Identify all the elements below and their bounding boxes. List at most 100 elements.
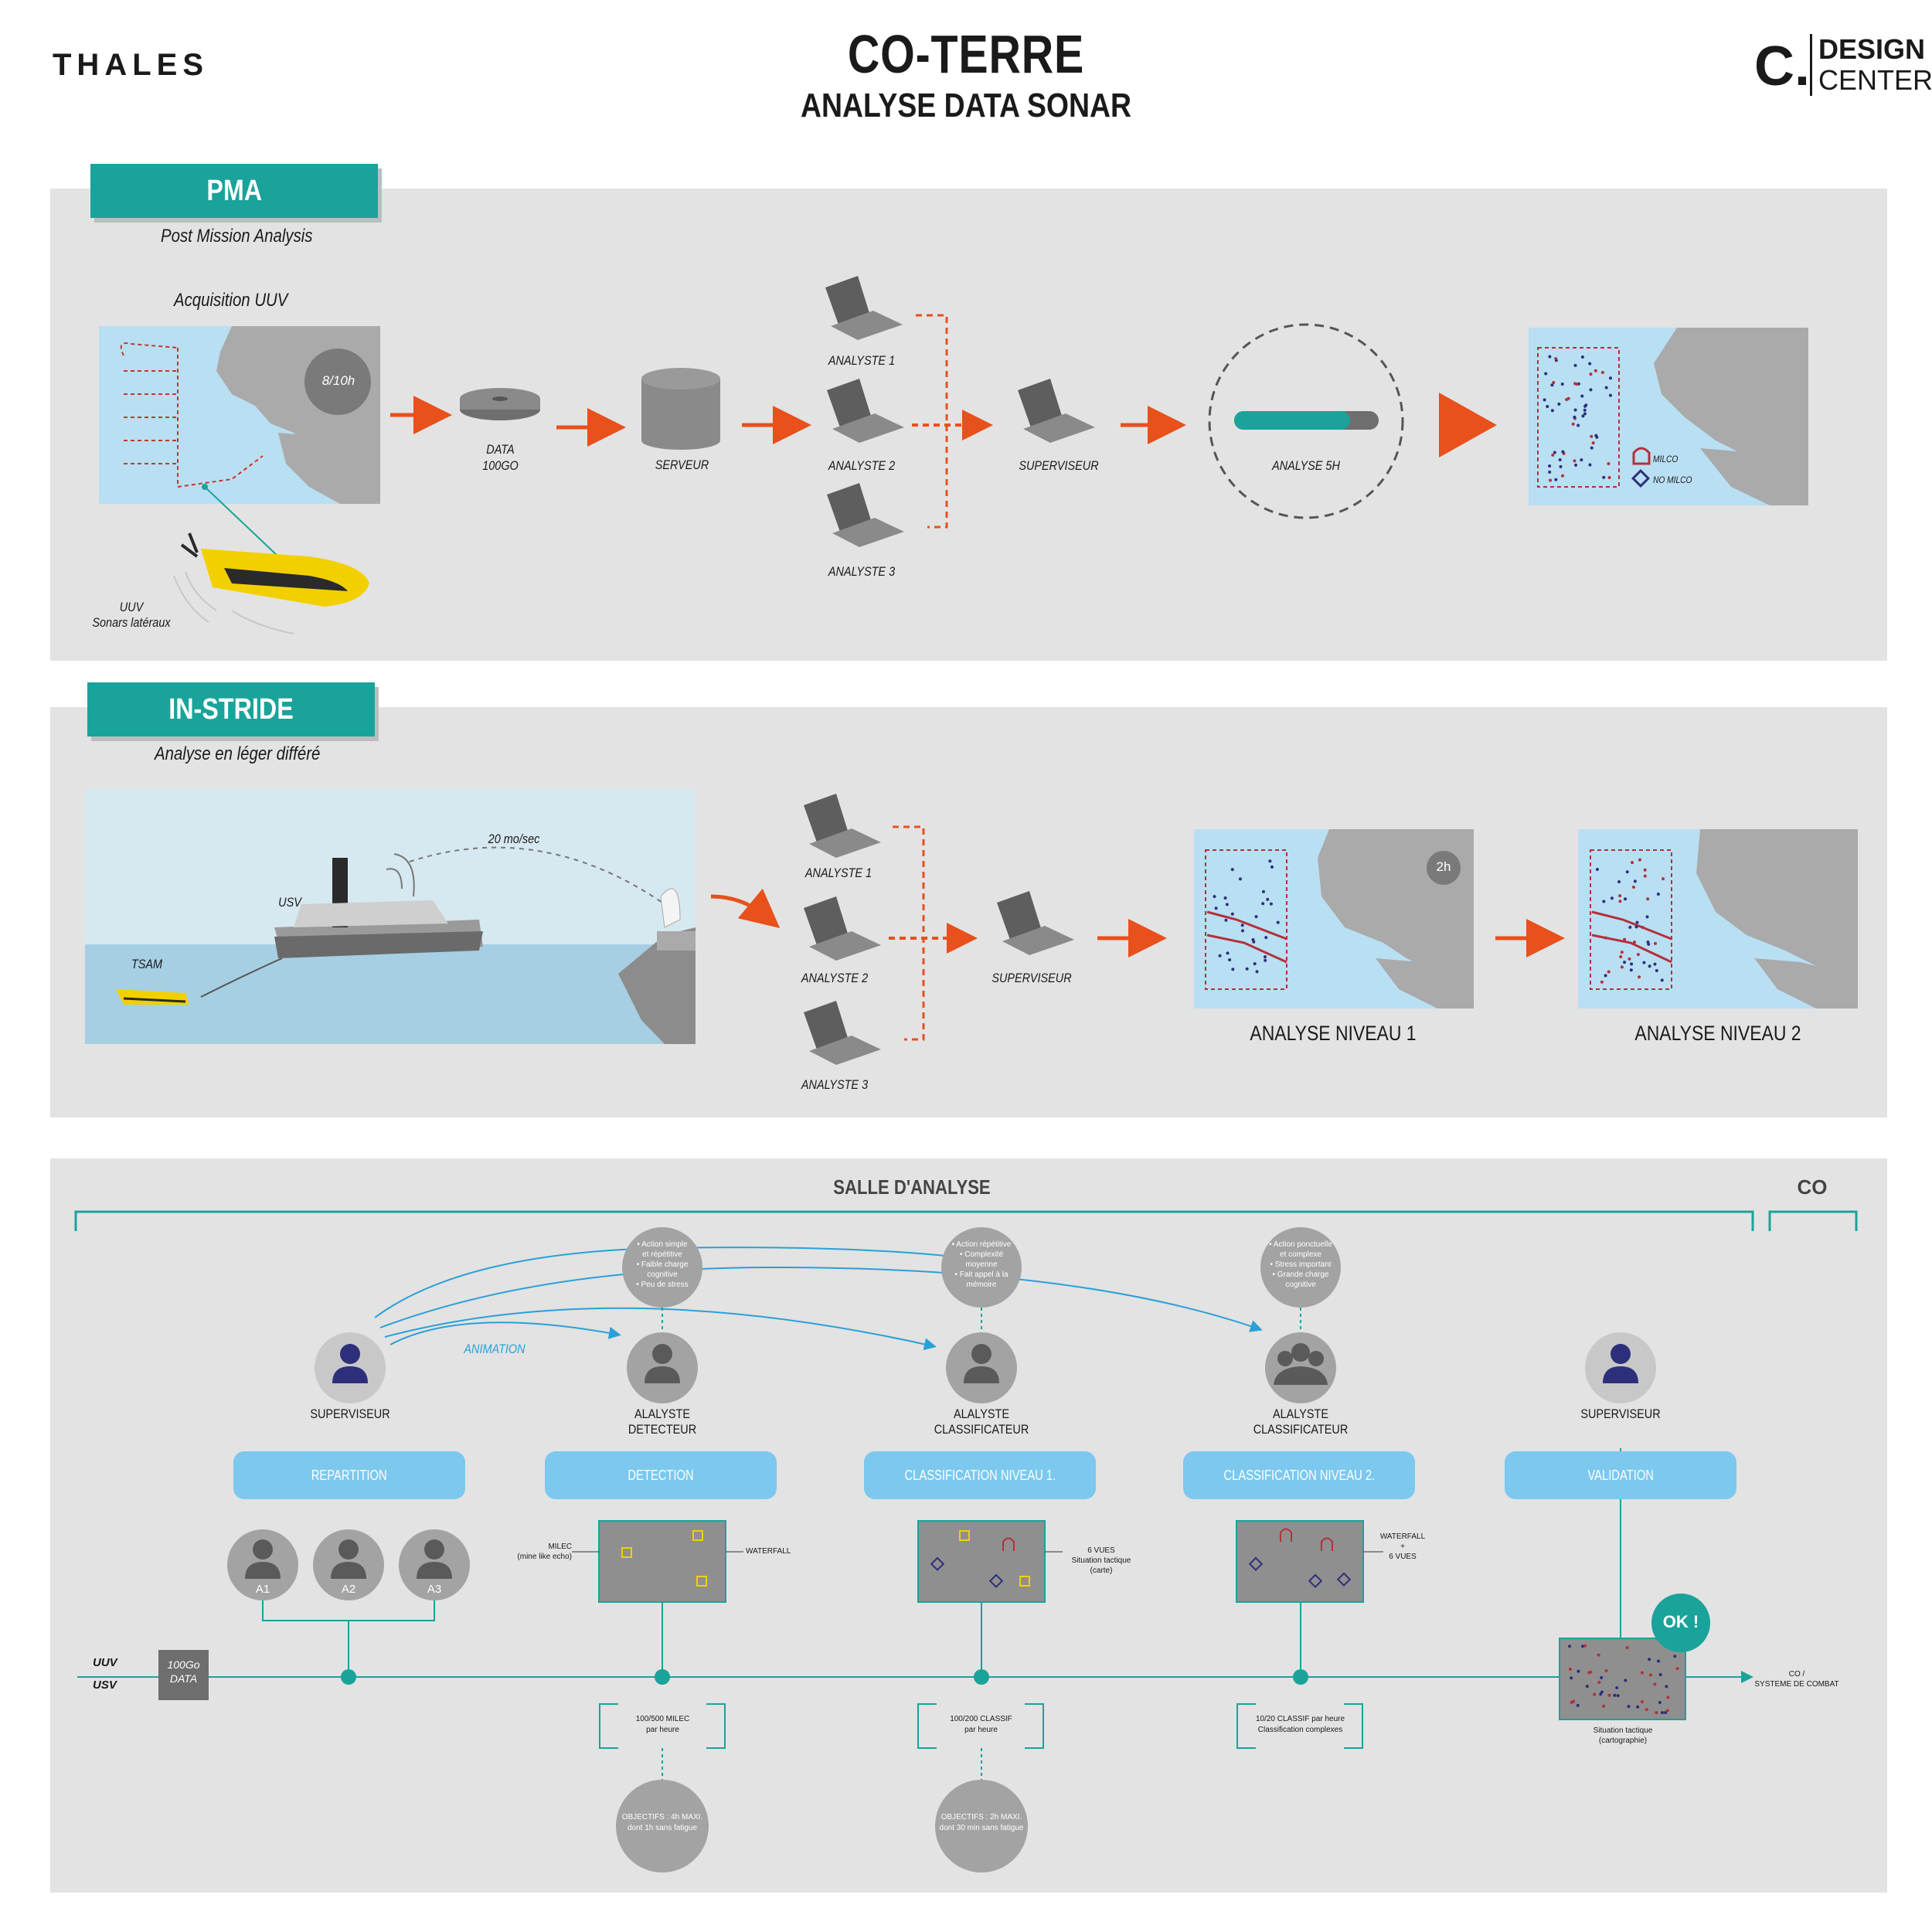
- map-dot: [1633, 879, 1637, 883]
- map-dot: [1646, 897, 1650, 901]
- team-a2: A2: [341, 1583, 356, 1596]
- pma-analyst-1-label: ANALYSTE 1: [828, 353, 896, 368]
- level1-map: [1194, 829, 1474, 1009]
- map-dot: [1255, 970, 1259, 974]
- map-dot: [1594, 434, 1598, 437]
- map-dot: [1660, 1711, 1664, 1715]
- map-dot: [1653, 941, 1657, 945]
- map-dot: [1577, 1669, 1580, 1673]
- map-dot: [1576, 1703, 1580, 1707]
- objective-classif-line1: OBJECTIFS : 2h MAXI.: [940, 1813, 1022, 1821]
- design-center-logo: C. DESIGN CENTER: [1754, 34, 1932, 104]
- map-dot: [1571, 422, 1575, 426]
- map-dot: [1550, 409, 1554, 413]
- map-dot: [1643, 874, 1647, 878]
- map-dot: [1223, 896, 1227, 900]
- rate-brackets: [599, 1703, 1363, 1781]
- map-dot: [1630, 962, 1634, 966]
- map-dot: [1594, 369, 1597, 372]
- map-dot: [1252, 940, 1256, 944]
- map-dot: [1557, 402, 1561, 406]
- data-label-1: DATA: [486, 442, 515, 457]
- map-dot: [1263, 955, 1267, 959]
- map-dot: [1568, 1645, 1572, 1648]
- map-dot: [1658, 1672, 1662, 1676]
- map-dot: [1595, 868, 1599, 872]
- rate-classif-1-line2: par heure: [964, 1726, 998, 1734]
- map-dot: [1548, 355, 1552, 359]
- map-dot: [1631, 886, 1635, 889]
- bubble-classifier-2: • Action ponctuelle et complexe • Stress…: [1258, 1240, 1343, 1290]
- map-dot: [1640, 1671, 1644, 1675]
- rate-classif-2: 10/20 CLASSIF par heure Classification c…: [1240, 1714, 1360, 1736]
- bubble-line: cognitive: [1285, 1281, 1316, 1289]
- uuv-line-label: UUV: [93, 1656, 117, 1669]
- page-title: CO-TERRE: [847, 24, 1085, 84]
- map-dot: [1653, 1682, 1657, 1686]
- rate-classif-2-line1: 10/20 CLASSIF par heure: [1255, 1715, 1345, 1723]
- map-dot: [1604, 1669, 1608, 1673]
- map-dot: [1665, 1685, 1668, 1689]
- map-dot: [1261, 902, 1265, 906]
- data-box-line2: DATA: [169, 1672, 198, 1685]
- pma-caption: Post Mission Analysis: [161, 226, 313, 247]
- map-dot: [1565, 397, 1569, 401]
- map-dot: [1213, 895, 1216, 899]
- map-dot: [1543, 398, 1546, 402]
- is-analyst-3-label: ANALYSTE 3: [801, 1077, 869, 1092]
- duration-badge: 8/10h: [321, 373, 355, 388]
- detection-button[interactable]: DETECTION: [545, 1451, 777, 1499]
- role-avatars: [315, 1332, 1656, 1403]
- map-dot: [1570, 1700, 1573, 1704]
- map-dot: [1552, 380, 1556, 384]
- waterfall-note: WATERFALL: [746, 1547, 791, 1556]
- acquisition-label: Acquisition UUV: [174, 290, 288, 311]
- map-dot: [1656, 893, 1660, 896]
- role-2-sublabel: DETECTEUR: [628, 1422, 697, 1437]
- role-3-label: ALALYSTE: [953, 1406, 1010, 1421]
- tactical-note: 6 VUES Situation tactique (carte): [1063, 1546, 1140, 1576]
- map-dot: [1600, 980, 1604, 984]
- is-supervisor-label: SUPERVISEUR: [992, 971, 1072, 985]
- bubble-classifier-1: • Action répétitive • Complexité moyenne…: [939, 1240, 1024, 1290]
- ok-badge: OK !: [1662, 1612, 1699, 1631]
- bubble-detector: • Action simple et répétitive • Faible c…: [620, 1240, 705, 1290]
- repartition-button[interactable]: REPARTITION: [233, 1451, 465, 1499]
- bubble-line: • Action simple: [637, 1240, 688, 1249]
- uuv-acquisition-map: [99, 326, 380, 504]
- repartition-button-label: REPARTITION: [311, 1468, 387, 1483]
- map-dot: [1634, 925, 1638, 929]
- map-dot: [1604, 386, 1608, 389]
- validation-button[interactable]: VALIDATION: [1505, 1451, 1736, 1499]
- bubble-line: moyenne: [965, 1260, 998, 1269]
- map-dot: [1647, 942, 1651, 946]
- uuv-sonars-label: Sonars latéraux: [92, 615, 171, 630]
- map-dot: [1618, 894, 1622, 898]
- map-dot: [1253, 962, 1257, 966]
- legend-milco: MILCO: [1653, 454, 1679, 464]
- classification-1-button-label: CLASSIFICATION NIVEAU 1.: [904, 1468, 1056, 1483]
- waterfall-views-note: WATERFALL + 6 VUES: [1376, 1532, 1430, 1562]
- map-dot: [1675, 1666, 1679, 1670]
- server-label: SERVEUR: [655, 457, 709, 472]
- analysis-duration-label: ANALYSE 5H: [1272, 458, 1340, 473]
- map-dot: [1276, 920, 1280, 924]
- room-title: SALLE D'ANALYSE: [833, 1175, 991, 1199]
- pma-laptops: [825, 276, 1095, 547]
- data-label-2: 100GO: [482, 458, 519, 473]
- map-dot: [1657, 1659, 1661, 1663]
- map-dot: [1648, 1673, 1652, 1677]
- map-dot: [1664, 1711, 1668, 1715]
- map-dot: [1623, 937, 1627, 941]
- classification-1-button[interactable]: CLASSIFICATION NIVEAU 1.: [864, 1451, 1096, 1499]
- usv-label: USV: [278, 895, 301, 910]
- map-dot: [1624, 897, 1628, 901]
- usv-line-label: USV: [93, 1679, 117, 1692]
- final-caption-line1: Situation tactique: [1593, 1726, 1653, 1735]
- role-1-label: SUPERVISEUR: [310, 1406, 390, 1421]
- map-dot: [1648, 964, 1651, 968]
- bubble-line: • Peu de stress: [636, 1281, 689, 1289]
- classification-2-button[interactable]: CLASSIFICATION NIVEAU 2.: [1183, 1451, 1415, 1499]
- pma-legend: [1631, 447, 1651, 488]
- map-dot: [1643, 868, 1647, 872]
